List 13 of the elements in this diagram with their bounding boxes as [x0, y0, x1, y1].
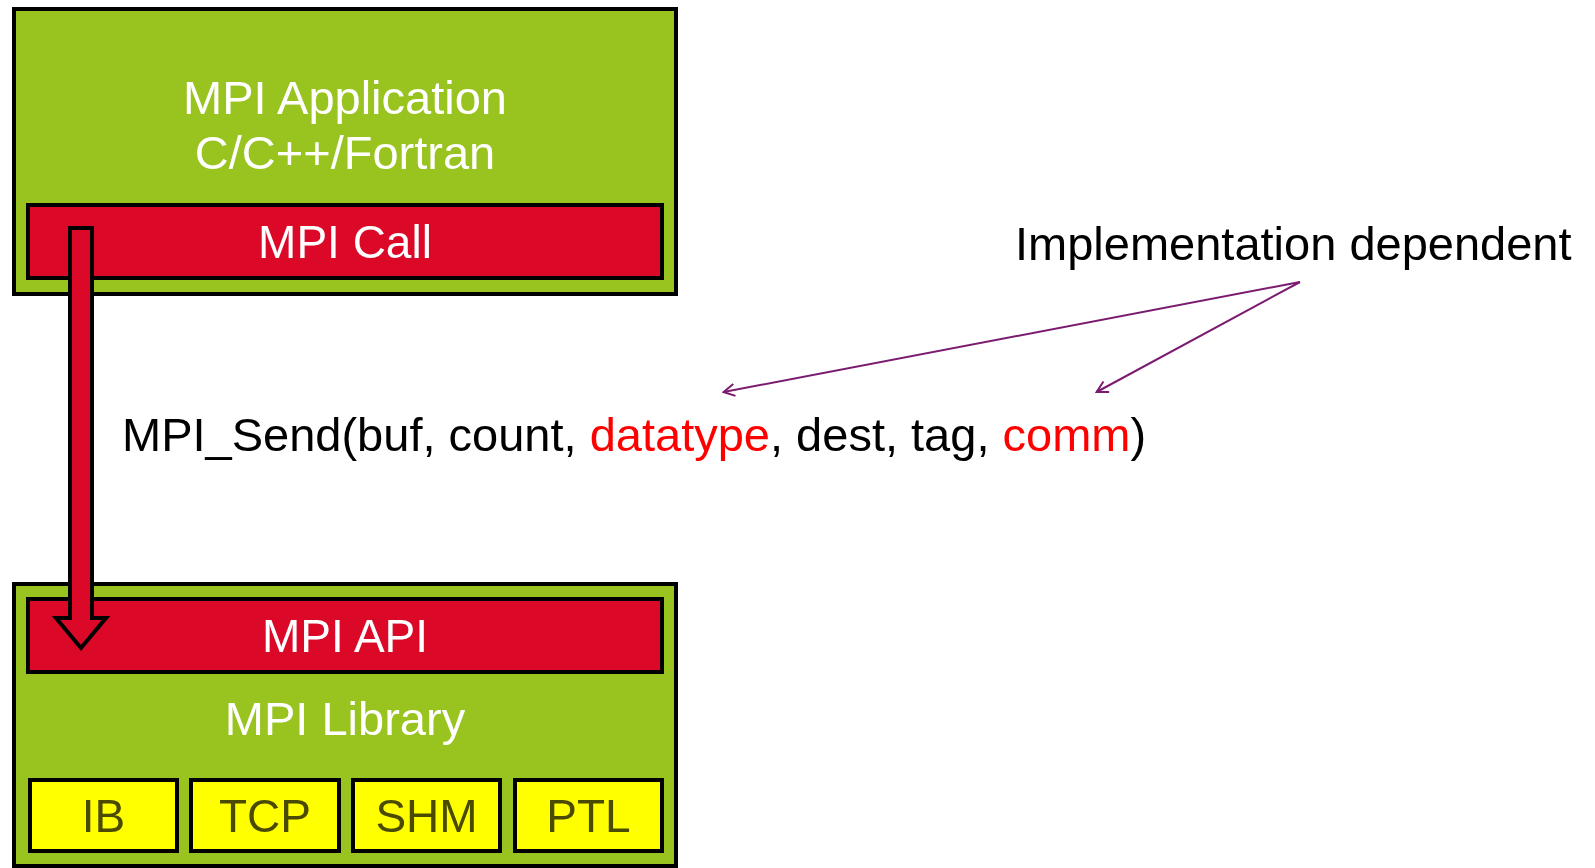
arrow: [1095, 281, 1301, 394]
transport-box: TCP: [189, 778, 341, 853]
layer-bar: MPI Call: [26, 203, 664, 280]
layer-title: MPI Library: [224, 692, 466, 747]
layer-bar: MPI API: [26, 597, 664, 674]
transport-box: SHM: [351, 778, 502, 853]
transport-box: PTL: [513, 778, 664, 853]
layer-title: MPI Application C/C++/Fortran: [182, 71, 508, 181]
transport-box: IB: [28, 778, 179, 853]
arrow: [722, 281, 1301, 397]
layer-box: [12, 7, 678, 296]
layer-box: [12, 582, 678, 868]
thick-arrow: [51, 226, 111, 652]
